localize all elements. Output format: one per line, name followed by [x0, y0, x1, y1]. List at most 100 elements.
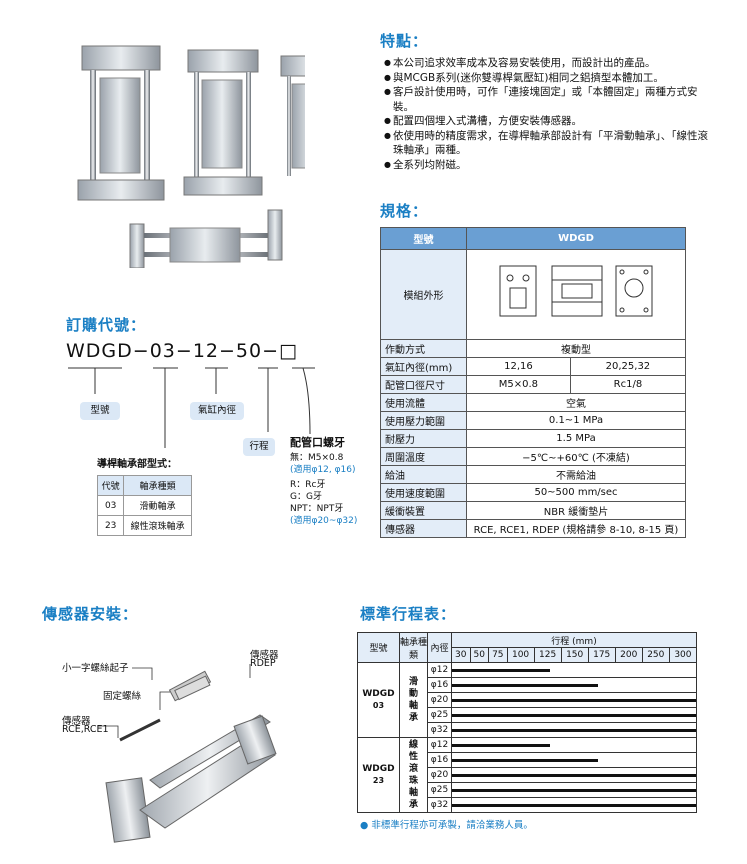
code-part: WDGD	[66, 340, 133, 362]
feature-item: 配置四個埋入式溝槽，方便安裝傳感器。	[384, 114, 714, 129]
spec-value: 不需給油	[466, 465, 686, 484]
stroke-range-bar	[452, 669, 550, 672]
port-note: (適用φ12, φ16)	[290, 465, 356, 475]
stroke-header-bore: 內徑	[427, 632, 452, 663]
sensor-rdep-model: RDEP	[250, 658, 276, 669]
code-part: □	[279, 340, 298, 362]
stroke-range-bar	[452, 714, 696, 717]
stroke-col: 300	[668, 647, 698, 663]
bearing-type: 線性滾珠軸承	[123, 515, 192, 536]
code-part: −	[175, 340, 193, 362]
stroke-bore: φ12	[427, 662, 452, 678]
order-connectors	[68, 367, 315, 448]
spec-header-label: 型號	[380, 227, 467, 250]
spec-label: 緩衝裝置	[380, 501, 467, 520]
stroke-bore: φ16	[427, 677, 452, 693]
port-line: 無：M5×0.8	[290, 453, 344, 463]
order-bore-chip: 氣缸內徑	[190, 402, 244, 420]
stroke-bore: φ20	[427, 767, 452, 783]
spec-label: 耐壓力	[380, 429, 467, 448]
spec-value: NBR 緩衝墊片	[466, 501, 686, 520]
stroke-range-cell	[451, 722, 697, 738]
stroke-title: 標準行程表：	[360, 605, 457, 623]
stroke-col: 100	[506, 647, 535, 663]
stroke-col: 250	[641, 647, 670, 663]
order-title: 訂購代號：	[66, 316, 147, 334]
bearing-code: 23	[96, 515, 125, 536]
product-photos	[77, 45, 305, 268]
code-part: −	[219, 340, 236, 362]
stroke-header-stroke: 行程 (mm)	[451, 632, 697, 648]
sensor-rce-label: 傳感器	[62, 716, 91, 727]
bearing-header: 代號	[96, 475, 125, 496]
stroke-row: φ25	[358, 707, 697, 723]
spec-label: 模組外形	[380, 249, 467, 340]
feature-item: 與MCGB系列(迷你雙導桿氣壓缸)相同之鋁擠型本體加工。	[384, 71, 714, 86]
spec-label: 氣缸內徑(mm)	[380, 357, 467, 376]
stroke-range-bar	[452, 804, 696, 807]
stroke-col: 175	[587, 647, 616, 663]
spec-value: 空氣	[466, 393, 686, 412]
stroke-model-code: 23	[372, 776, 385, 785]
feature-item: 本公司追求效率成本及容易安裝使用，而設計出的產品。	[384, 56, 714, 71]
stroke-col: 125	[533, 647, 562, 663]
code-part: −	[262, 340, 280, 362]
bearing-title: 導桿軸承部型式：	[97, 459, 177, 470]
stroke-bearing: 線性滾珠軸承	[399, 737, 428, 813]
stroke-col: 75	[488, 647, 508, 663]
stroke-note-text: 非標準行程亦可承製，請洽業務人員。	[371, 820, 533, 831]
spec-label: 傳感器	[380, 519, 467, 538]
bearing-header: 軸承種類	[123, 475, 192, 496]
sensor-diagram	[98, 664, 277, 843]
spec-value: M5×0.8	[466, 375, 571, 394]
stroke-range-cell	[451, 662, 697, 678]
spec-value: −5℃~+60℃ (不凍結)	[466, 447, 686, 466]
bearing-code: 03	[96, 495, 125, 516]
stroke-col: 200	[614, 647, 643, 663]
order-stroke-chip: 行程	[243, 438, 275, 456]
port-line: NPT：NPT牙	[290, 504, 344, 514]
spec-value: RCE, RCE1, RDEP (規格請參 8-10, 8-15 頁)	[466, 519, 686, 538]
stroke-bore: φ20	[427, 692, 452, 708]
stroke-range-bar	[452, 789, 696, 792]
fix-screw-label: 固定螺絲	[103, 691, 142, 702]
sensor-rce-model: RCE,RCE1	[62, 724, 109, 735]
spec-value: 複動型	[466, 339, 686, 358]
order-code: WDGD−03−12−50−□	[66, 340, 298, 362]
code-part: 50	[235, 340, 263, 362]
module-outline-icon	[499, 265, 653, 317]
port-line: G：G牙	[290, 492, 322, 502]
stroke-range-bar	[452, 699, 696, 702]
spec-value: 20,25,32	[569, 357, 687, 376]
stroke-range-bar	[452, 759, 599, 762]
stroke-range-cell	[451, 782, 697, 798]
feature-item: 依使用時的精度需求，在導桿軸承部設計有「平滑動軸承」、「線性滾珠軸承」兩種。	[384, 129, 714, 158]
stroke-range-cell	[451, 707, 697, 723]
stroke-bearing: 滑動軸承	[399, 662, 428, 738]
features-list: 本公司追求效率成本及容易安裝使用，而設計出的產品。 與MCGB系列(迷你雙導桿氣…	[384, 56, 714, 172]
screwdriver-label: 小一字螺絲起子	[62, 663, 129, 674]
spec-label: 周圍溫度	[380, 447, 467, 466]
sensor-rdep-label: 傳感器	[250, 650, 279, 661]
spec-label: 使用速度範圍	[380, 483, 467, 502]
stroke-header-model: 型號	[357, 632, 400, 663]
stroke-range-bar	[452, 774, 696, 777]
stroke-bore: φ12	[427, 737, 452, 753]
stroke-range-bar	[452, 744, 550, 747]
spec-value: Rc1/8	[569, 375, 687, 394]
cylinder-horizontal	[129, 209, 283, 268]
spec-label: 使用壓力範圍	[380, 411, 467, 430]
port-line: R：Rc牙	[290, 480, 326, 490]
stroke-header-bearing: 軸承種類	[399, 632, 428, 663]
spec-value: 0.1~1 MPa	[466, 411, 686, 430]
module-drawing	[466, 249, 686, 340]
cylinder-small	[280, 55, 305, 176]
stroke-model-name: WDGD	[362, 689, 395, 699]
bearing-type: 滑動軸承	[123, 495, 192, 516]
spec-header-value: WDGD	[466, 227, 686, 250]
spec-label: 使用流體	[380, 393, 467, 412]
